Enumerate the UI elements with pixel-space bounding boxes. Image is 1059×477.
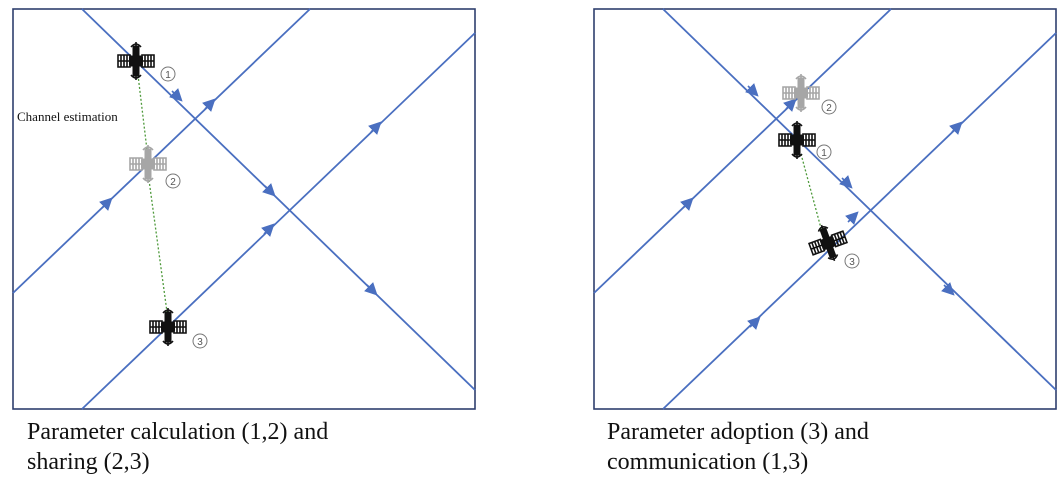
left-panel-frame — [12, 8, 476, 410]
right-direction-arrows — [680, 83, 963, 330]
right-satellite-3-label: 3 — [849, 257, 855, 268]
left-arrow-asc-u-2 — [202, 98, 216, 112]
left-link-2-3 — [148, 179, 168, 313]
right-satellite-3: 3 — [803, 218, 860, 269]
left-orbit-ascending-upper — [12, 8, 311, 294]
left-orbit-ascending-lower — [81, 32, 476, 410]
label-circle — [165, 173, 181, 189]
left-arrow-asc-l-1 — [261, 223, 275, 237]
left-satellite-2-label: 2 — [170, 177, 176, 188]
left-caption-line1: Parameter calculation (1,2) and — [27, 419, 329, 445]
right-arrow-asc-u-2 — [783, 98, 797, 112]
satellite-icon — [803, 218, 853, 268]
right-satellite-2-label: 2 — [826, 103, 832, 114]
label-circle — [160, 66, 176, 82]
left-caption-line2: sharing (2,3) — [27, 449, 150, 475]
right-orbit-tracks — [593, 8, 1057, 410]
right-panel-frame — [593, 8, 1057, 410]
left-arrow-asc-u-1 — [99, 197, 113, 211]
right-link-1-3 — [800, 153, 823, 233]
left-satellite-1: 1 — [117, 41, 176, 82]
left-orbit-descending — [81, 8, 476, 391]
channel-estimation-label: Channel estimation — [17, 109, 118, 124]
left-satellite-3: 3 — [149, 307, 208, 349]
left-panel: Channel estimation 1 2 3 — [12, 8, 476, 410]
right-arrow-asc-l-2 — [949, 121, 963, 135]
right-orbit-descending — [662, 8, 1057, 391]
label-circle — [192, 333, 208, 349]
right-caption: Parameter adoption (3) and communication… — [607, 417, 869, 477]
right-arrow-asc-l-3 — [747, 316, 761, 330]
label-circle — [844, 253, 860, 269]
right-arrow-desc-1 — [745, 83, 759, 97]
left-direction-arrows — [99, 88, 382, 296]
right-orbit-ascending-upper — [593, 8, 892, 294]
right-arrow-desc-2 — [839, 175, 853, 189]
left-link-1-2 — [137, 74, 148, 151]
right-links — [800, 153, 823, 233]
left-orbit-tracks — [12, 8, 476, 410]
left-caption: Parameter calculation (1,2) and sharing … — [27, 417, 328, 477]
right-arrow-desc-3 — [941, 282, 955, 296]
left-arrow-desc-2 — [262, 183, 276, 197]
left-satellite-3-label: 3 — [197, 337, 203, 348]
left-arrow-desc-1 — [169, 88, 183, 102]
label-circle — [816, 144, 832, 160]
right-arrow-asc-l-1 — [845, 211, 859, 225]
left-arrow-asc-l-2 — [368, 121, 382, 135]
right-panel: 2 1 3 — [593, 8, 1057, 410]
left-satellite-2: 2 — [129, 144, 181, 189]
left-satellite-1-label: 1 — [165, 70, 171, 81]
right-satellite-1-label: 1 — [821, 148, 827, 159]
left-arrow-desc-3 — [364, 282, 378, 296]
label-circle — [821, 99, 837, 115]
right-caption-line2: communication (1,3) — [607, 449, 809, 475]
right-arrow-asc-u-1 — [680, 197, 694, 211]
right-satellite-1: 1 — [778, 120, 832, 160]
right-orbit-ascending-lower — [662, 32, 1057, 410]
left-links — [137, 74, 168, 313]
right-caption-line1: Parameter adoption (3) and — [607, 419, 869, 445]
right-satellite-2: 2 — [782, 73, 837, 115]
